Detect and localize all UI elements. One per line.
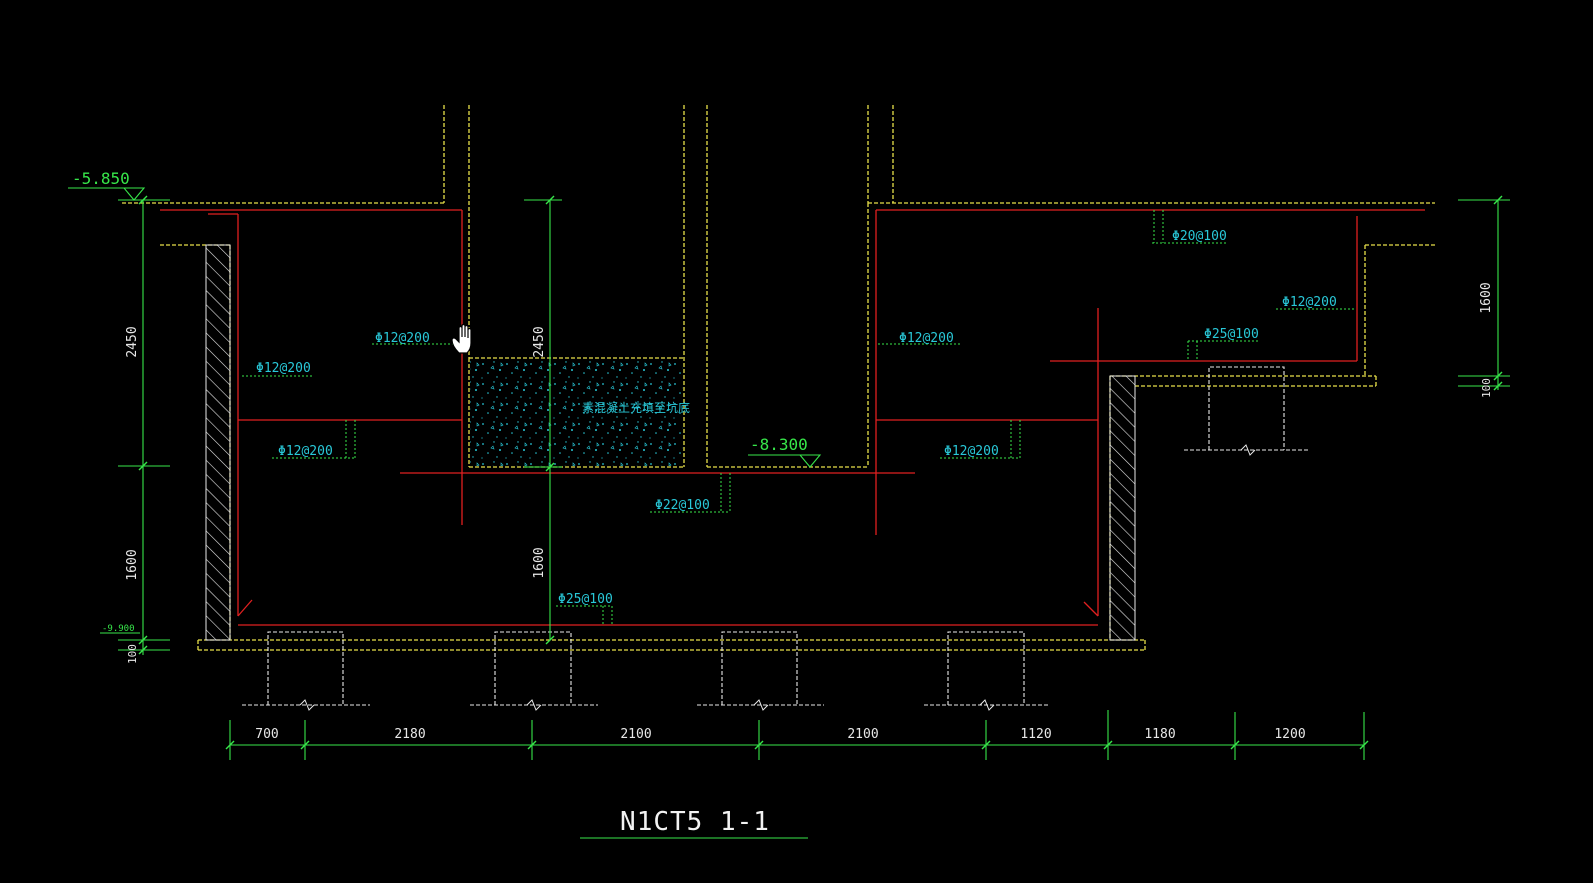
hdim-5: 1120 — [1020, 727, 1051, 742]
hdim-4: 2100 — [847, 727, 878, 742]
rebar-lines — [160, 209, 1425, 626]
right-wall-hatch — [1109, 375, 1136, 641]
rebar-label-right-mid: Φ12@200 — [944, 444, 999, 459]
rebar-label-pit-bottom: Φ22@100 — [655, 498, 710, 513]
vdim-left-base: 100 — [126, 644, 139, 664]
hand-cursor-icon — [451, 323, 472, 354]
level-bottom-small-label: -9.900 — [102, 624, 135, 634]
hdim-2: 2180 — [394, 727, 425, 742]
rebar-label-left-mid: Φ12@200 — [278, 444, 333, 459]
rebar-leaders — [242, 210, 1355, 625]
vdim-right-base: 100 — [1480, 378, 1493, 398]
infill-note: 素混凝土充填至坑底 — [582, 400, 690, 415]
rebar-label-left-wall-outer: Φ12@200 — [256, 361, 311, 376]
rebar-label-pit-right: Φ12@200 — [899, 331, 954, 346]
level-top-label: -5.850 — [72, 169, 130, 188]
vdim-right-upper: 1600 — [1479, 282, 1494, 313]
pile-break-marks — [299, 444, 1256, 711]
rebar-label-top-right: Φ20@100 — [1172, 229, 1227, 244]
rebar-label-slab-bottom: Φ25@100 — [558, 592, 613, 607]
hdim-1: 700 — [255, 727, 278, 742]
vdim-center-lower: 1600 — [532, 547, 547, 578]
vdim-center-upper: 2450 — [532, 326, 547, 357]
dimension-lines — [68, 187, 1510, 839]
level-pit-bottom-label: -8.300 — [750, 435, 808, 454]
hdim-6: 1180 — [1144, 727, 1175, 742]
rebar-label-step-bottom: Φ25@100 — [1204, 327, 1259, 342]
piles — [242, 366, 1310, 706]
vdim-left-lower: 1600 — [125, 549, 140, 580]
rebar-label-left-wall-inner: Φ12@200 — [375, 331, 430, 346]
concrete-infill — [470, 359, 683, 466]
rebar-label-right-ledge: Φ12@200 — [1282, 295, 1337, 310]
concrete-outline — [122, 105, 1435, 651]
left-wall-hatch — [205, 244, 231, 641]
drawing-title: N1CT5 1-1 — [620, 807, 770, 837]
hdim-3: 2100 — [620, 727, 651, 742]
vdim-left-upper: 2450 — [125, 326, 140, 357]
dimension-ticks — [138, 195, 1503, 750]
hdim-7: 1200 — [1274, 727, 1305, 742]
